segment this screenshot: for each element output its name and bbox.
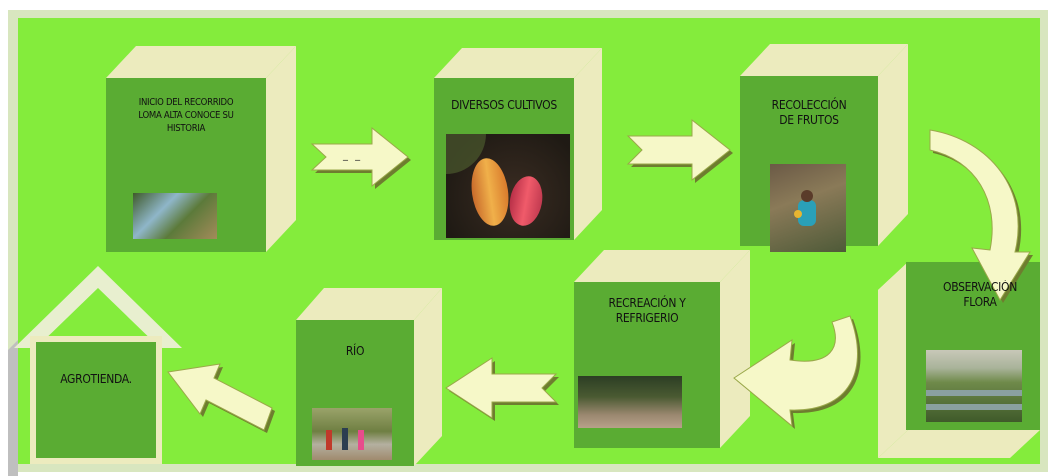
step-label-inicio: INICIO DEL RECORRIDO LOMA ALTA CONOCE SU… xyxy=(138,97,234,134)
box-side xyxy=(878,44,908,246)
stray-text: _ _ xyxy=(343,148,363,161)
box-top xyxy=(740,44,908,76)
park-photo-icon xyxy=(578,376,682,428)
destination-label: AGROTIENDA. xyxy=(60,372,132,386)
box-top xyxy=(434,48,602,78)
cacao-pods-photo-icon xyxy=(446,134,570,238)
box-side xyxy=(574,48,602,240)
step-label-rio: RÍO xyxy=(345,344,365,358)
box-side xyxy=(266,46,296,252)
box-bottom xyxy=(878,430,1040,458)
arrow-right-2 xyxy=(626,118,733,183)
agrotienda-house xyxy=(8,266,182,476)
box-side xyxy=(720,250,750,448)
curved-arrow-down xyxy=(929,129,1033,303)
house-shadow xyxy=(8,340,18,476)
arrow-right-1 xyxy=(310,126,411,189)
box-top xyxy=(106,46,296,78)
house-door xyxy=(36,342,156,458)
arrow-left-2 xyxy=(167,363,275,433)
step-label-recoleccion: RECOLECCIÓN DE FRUTOS xyxy=(771,98,847,127)
forest-photo-icon xyxy=(133,193,217,239)
step-label-cultivos: DIVERSOS CULTIVOS xyxy=(451,98,557,112)
step-box-recoleccion xyxy=(740,44,908,246)
box-left-side xyxy=(878,262,908,458)
step-label-recreacion: RECREACIÓN Y REFRIGERIO xyxy=(608,296,686,325)
fruit-picker-photo-icon xyxy=(770,164,846,252)
step-label-observacion: OBSERVACIÓN FLORA xyxy=(943,280,1017,309)
river-photo-icon xyxy=(312,408,392,460)
house-roof xyxy=(14,266,182,348)
cacao-pod-red xyxy=(505,173,547,229)
arrow-left-1 xyxy=(445,357,559,421)
curved-arrow-left xyxy=(733,315,861,429)
box-side xyxy=(414,288,442,466)
box-top xyxy=(574,250,750,282)
box-top xyxy=(296,288,442,320)
garden-photo-icon xyxy=(926,350,1022,422)
cacao-pod-orange xyxy=(467,155,513,229)
